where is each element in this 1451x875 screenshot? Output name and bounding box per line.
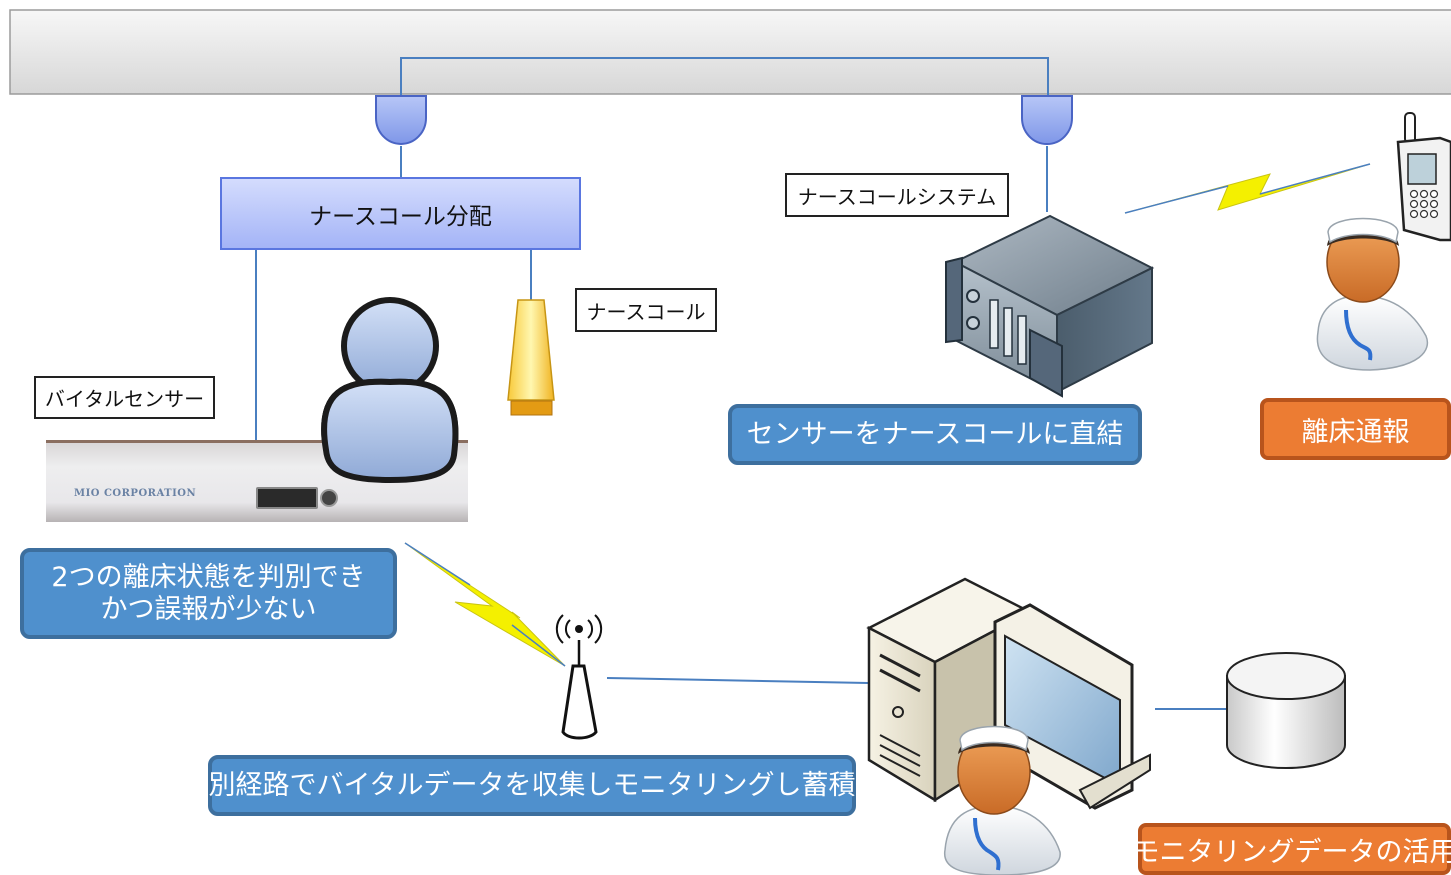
device-brand-label: MIO CORPORATION (74, 488, 197, 499)
monitoring-data-use-callout: モニタリングデータの活用 (1133, 823, 1451, 875)
nurse-call-system-label: ナースコールシステム (797, 184, 997, 209)
lightning-blue-accents (404, 163, 1371, 667)
bed-exit-alert-callout: 離床通報 (1260, 398, 1451, 460)
bed-exit-text-line1: 2つの離床状態を判別でき (51, 561, 366, 593)
distribution-label: ナースコール分配 (309, 203, 492, 230)
vital-sensor-label-box: バイタルセンサー (34, 376, 215, 419)
nurse-call-distribution-box: ナースコール分配 (220, 177, 581, 250)
collect-data-text: 別経路でバイタルデータを収集しモニタリングし蓄積 (208, 769, 856, 801)
antenna-to-computer-line (606, 677, 869, 684)
nurse-call-system-label-box: ナースコールシステム (785, 173, 1009, 217)
direct-connect-text: センサーをナースコールに直結 (746, 418, 1124, 450)
lightning-bolt-top (1124, 163, 1371, 214)
direct-connect-callout: センサーをナースコールに直結 (728, 404, 1142, 465)
nurse-call-server-icon (945, 214, 1155, 398)
vital-sensor-label: バイタルセンサー (44, 387, 205, 411)
nurse-call-label-box: ナースコール (575, 288, 717, 332)
nurse-top-icon (1316, 217, 1429, 371)
connector-plug-left-icon (375, 95, 427, 145)
collect-data-callout: 別経路でバイタルデータを収集しモニタリングし蓄積 (208, 755, 856, 816)
connector-plug-right-icon (1021, 95, 1073, 145)
nurse-call-bus-bar (9, 9, 1451, 95)
connection-lines (255, 57, 1226, 710)
mobile-phone-icon (1396, 112, 1451, 242)
database-icon (1226, 652, 1346, 769)
bed-exit-text-line2: かつ誤報が少ない (100, 593, 317, 625)
device-port-icon (256, 487, 318, 509)
nurse-bottom-icon (944, 725, 1061, 875)
bus-link-line (400, 57, 1049, 96)
wireless-antenna-icon (555, 614, 603, 740)
bed-exit-alert-text: 離床通報 (1301, 416, 1410, 448)
vital-sensor-device: MIO CORPORATION (46, 440, 468, 522)
monitoring-data-use-text: モニタリングデータの活用 (1132, 836, 1451, 868)
bed-exit-detection-callout: 2つの離床状態を判別でき かつ誤報が少ない (20, 548, 397, 639)
nurse-call-label: ナースコール (586, 299, 706, 324)
device-jack-icon (320, 489, 338, 507)
desktop-computer-icon (866, 577, 1151, 810)
nurse-call-lamp-icon (507, 299, 555, 416)
